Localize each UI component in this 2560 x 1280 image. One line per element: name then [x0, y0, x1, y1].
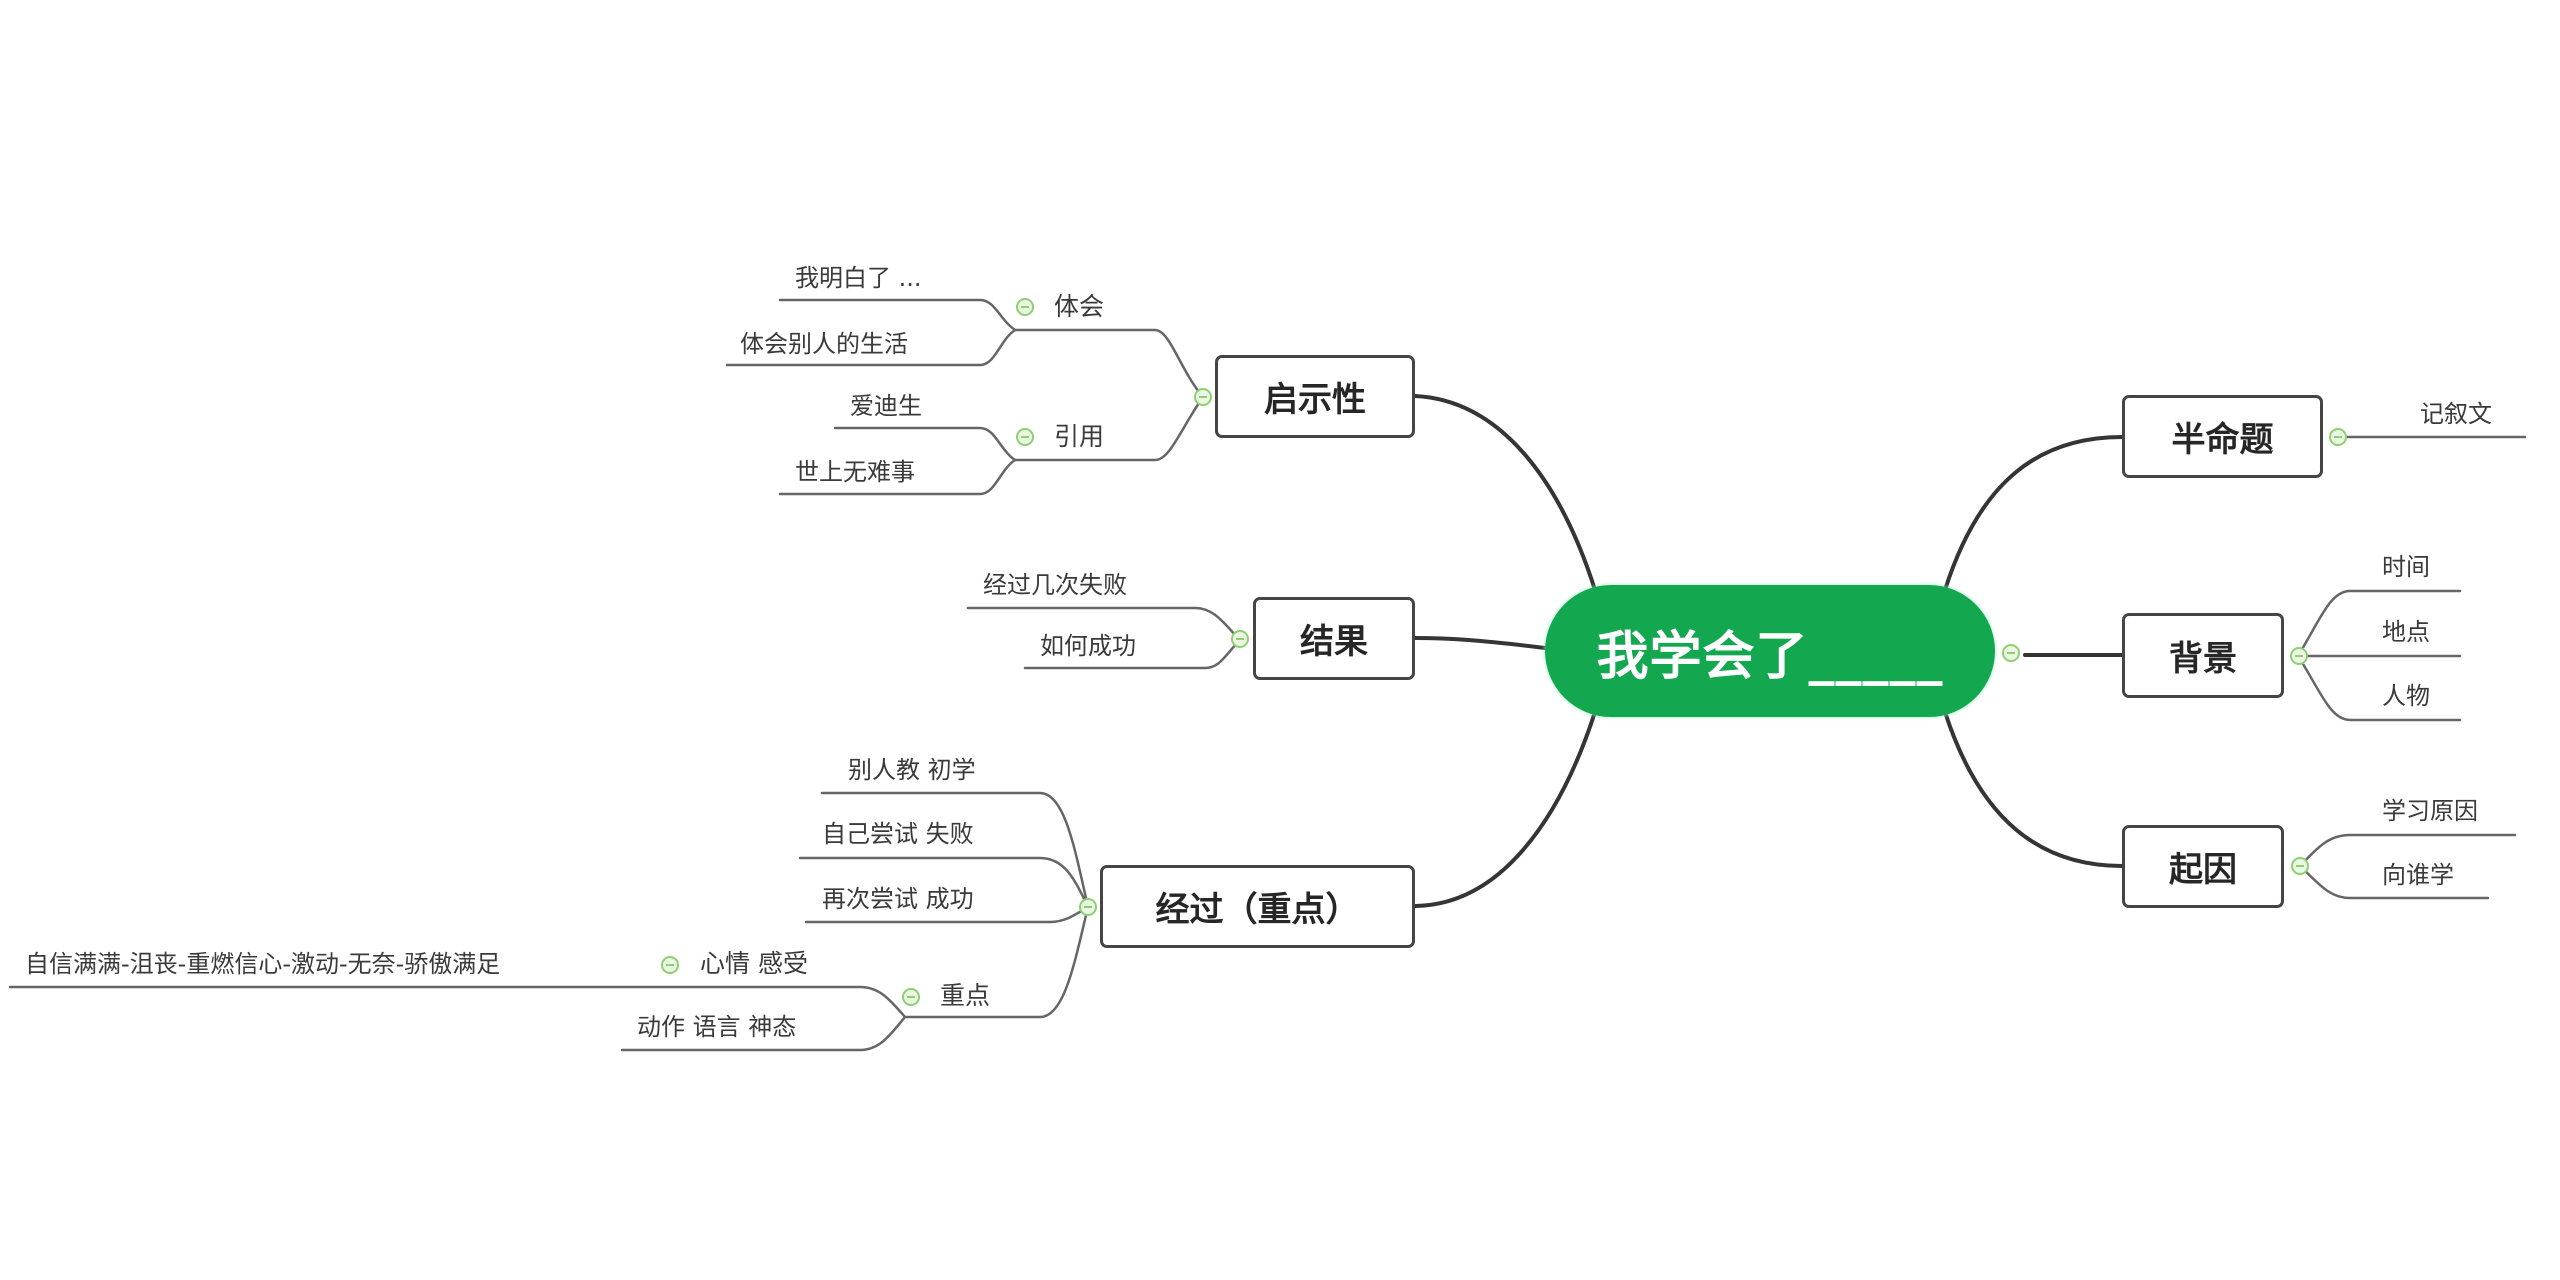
leaf-node[interactable]: 我明白了 ...: [795, 264, 922, 292]
leaf-node[interactable]: 学习原因: [2382, 797, 2478, 825]
collapse-toggle-icon[interactable]: [902, 988, 920, 1006]
collapse-toggle-icon[interactable]: [1194, 388, 1212, 406]
node-zhongdian[interactable]: 重点: [940, 981, 991, 1010]
collapse-toggle-icon[interactable]: [1231, 630, 1249, 648]
leaf-node[interactable]: 地点: [2382, 618, 2430, 646]
leaf-node[interactable]: 体会别人的生活: [740, 330, 908, 358]
root-label: 我学会了_____: [1596, 626, 1944, 687]
leaf-node[interactable]: 记叙文: [2420, 400, 2492, 428]
collapse-toggle-icon[interactable]: [2291, 857, 2309, 875]
leaf-node[interactable]: 动作 语言 神态: [637, 1013, 797, 1041]
node-qiyin[interactable]: 起因: [2122, 825, 2284, 908]
node-beijing[interactable]: 背景: [2122, 613, 2284, 698]
node-label: 启示性: [1264, 380, 1366, 420]
node-label: 背景: [2169, 639, 2237, 679]
leaf-node[interactable]: 别人教 初学: [848, 756, 976, 784]
collapse-toggle-icon[interactable]: [2329, 428, 2347, 446]
node-qishixing[interactable]: 启示性: [1215, 355, 1415, 438]
leaf-node[interactable]: 自信满满-沮丧-重燃信心-激动-无奈-骄傲满足: [25, 950, 501, 978]
node-label: 半命题: [2171, 420, 2274, 460]
leaf-node[interactable]: 如何成功: [1040, 632, 1136, 660]
node-tihui[interactable]: 体会: [1054, 292, 1105, 321]
leaf-node[interactable]: 世上无难事: [795, 458, 915, 486]
collapse-toggle-icon[interactable]: [1016, 298, 1034, 316]
collapse-toggle-icon[interactable]: [1079, 898, 1097, 916]
leaf-node[interactable]: 爱迪生: [850, 392, 922, 420]
node-jieguo[interactable]: 结果: [1253, 597, 1415, 680]
node-label: 经过（重点）: [1155, 890, 1360, 930]
root-node[interactable]: 我学会了_____: [1545, 585, 1995, 717]
leaf-node[interactable]: 再次尝试 成功: [822, 885, 974, 913]
node-label: 结果: [1300, 622, 1368, 662]
leaf-node[interactable]: 经过几次失败: [983, 571, 1127, 599]
node-label: 起因: [2169, 850, 2237, 890]
leaf-node[interactable]: 人物: [2382, 682, 2430, 710]
node-jingguo[interactable]: 经过（重点）: [1100, 865, 1415, 948]
collapse-toggle-icon[interactable]: [1016, 428, 1034, 446]
collapse-toggle-icon[interactable]: [661, 956, 679, 974]
collapse-toggle-icon[interactable]: [2290, 647, 2308, 665]
node-yinyong[interactable]: 引用: [1054, 422, 1105, 451]
leaf-node[interactable]: 自己尝试 失败: [822, 820, 974, 848]
node-banmingti[interactable]: 半命题: [2122, 395, 2323, 478]
node-xinqing[interactable]: 心情 感受: [700, 949, 808, 978]
collapse-toggle-icon[interactable]: [2002, 644, 2020, 662]
leaf-node[interactable]: 时间: [2382, 553, 2430, 581]
leaf-node[interactable]: 向谁学: [2382, 861, 2454, 889]
